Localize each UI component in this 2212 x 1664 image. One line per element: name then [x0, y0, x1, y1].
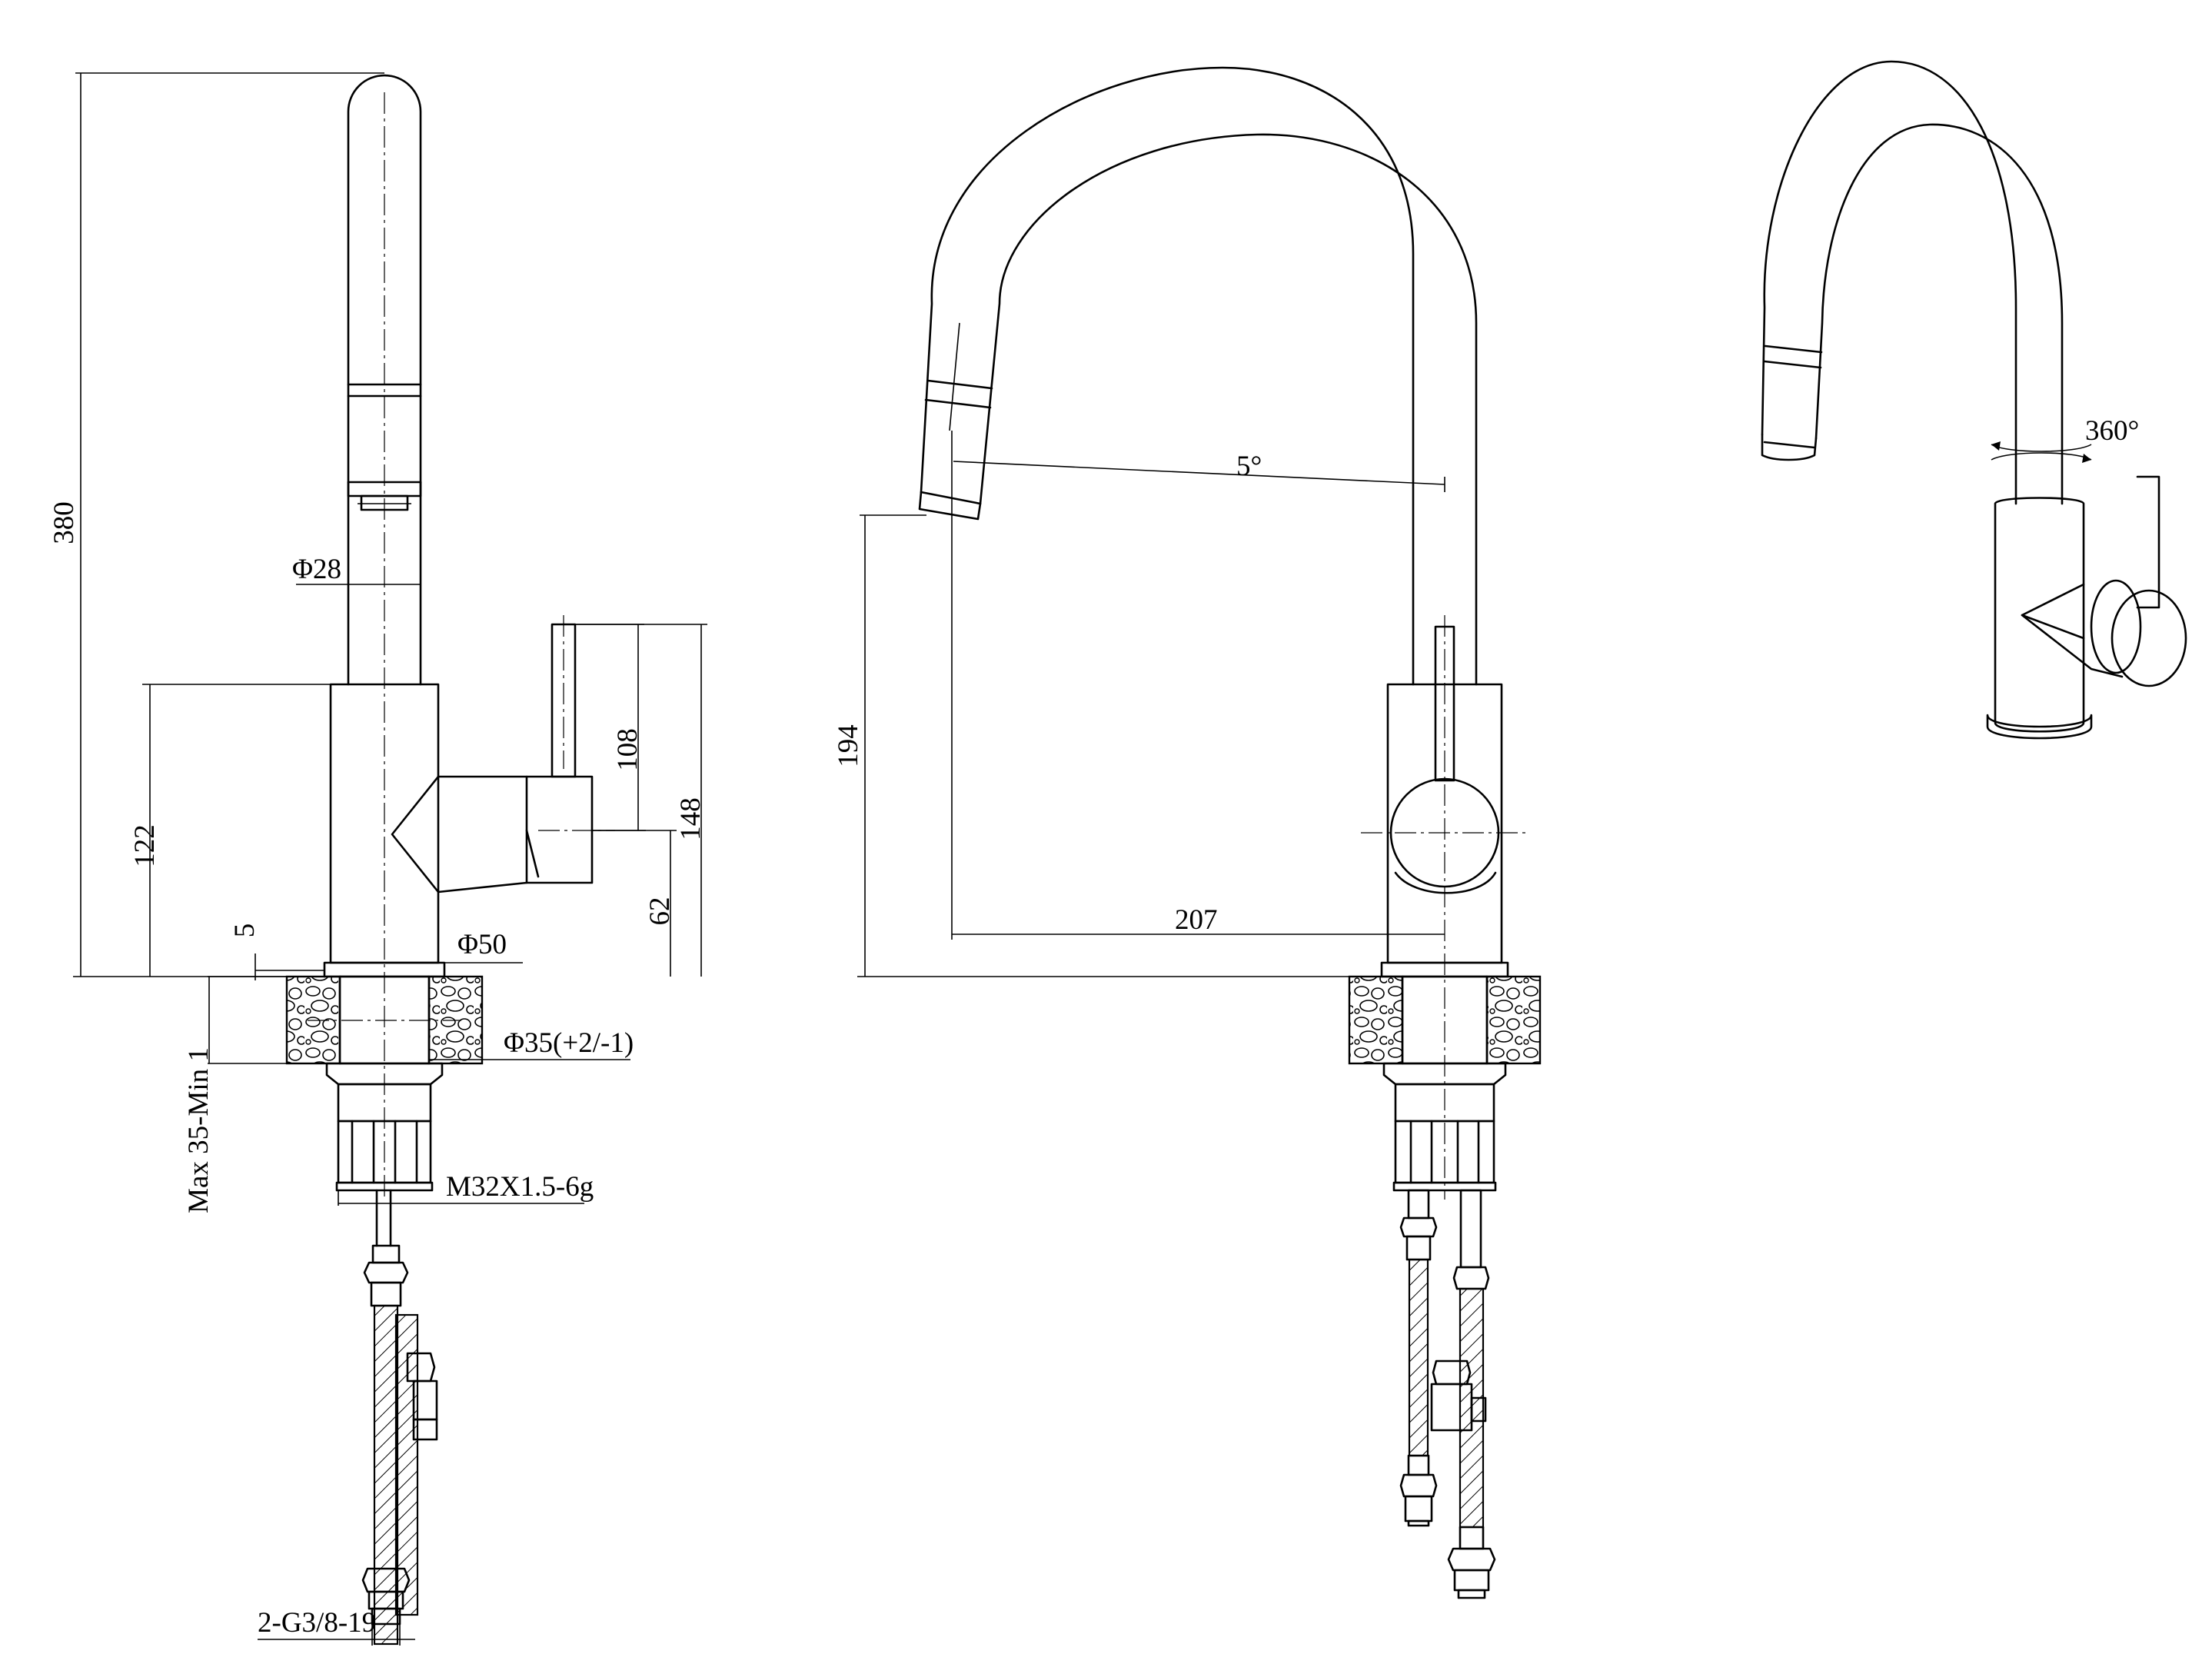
dim-overall-handle-height: 148 [675, 797, 707, 840]
dim-hole-diameter: Φ35(+2/-1) [504, 1027, 634, 1059]
side-view: 380 Φ28 122 108 148 62 5 Φ50 Φ35(+2/-1) … [48, 72, 707, 1646]
dim-spout-height: 194 [833, 724, 864, 767]
dim-thread: M32X1.5-6g [446, 1171, 594, 1203]
dim-ring-offset: 5 [229, 924, 261, 938]
dim-spout-reach: 207 [1175, 904, 1218, 936]
side-dimension-lines [73, 72, 707, 1646]
dim-spout-diameter: Φ28 [292, 554, 341, 585]
dim-base-diameter: Φ50 [457, 929, 507, 960]
dim-total-height: 380 [48, 501, 80, 544]
side-supply-hoses [361, 1189, 438, 1646]
dim-spout-angle: 5° [1236, 451, 1262, 482]
front-view: 194 207 5° [833, 66, 1542, 1599]
front-supply-hoses [1399, 1189, 1496, 1599]
dim-handle-height: 108 [612, 728, 644, 771]
dim-rotation: 360° [2085, 415, 2139, 447]
perspective-faucet-outline [1761, 60, 2187, 740]
side-faucet-outline [308, 74, 615, 1200]
front-faucet-outline [918, 66, 1530, 1200]
side-deck-section [285, 975, 484, 1065]
front-deck-section [1348, 975, 1542, 1065]
dim-handle-base-height: 62 [644, 897, 676, 926]
front-dimension-lines [857, 431, 1445, 977]
dim-body-height: 122 [129, 824, 161, 867]
perspective-view: 360° [1761, 60, 2187, 740]
dim-hose-connection: 2-G3/8-19 [258, 1607, 376, 1639]
dim-deck-thickness: Max 35-Min 1 [183, 1047, 215, 1213]
